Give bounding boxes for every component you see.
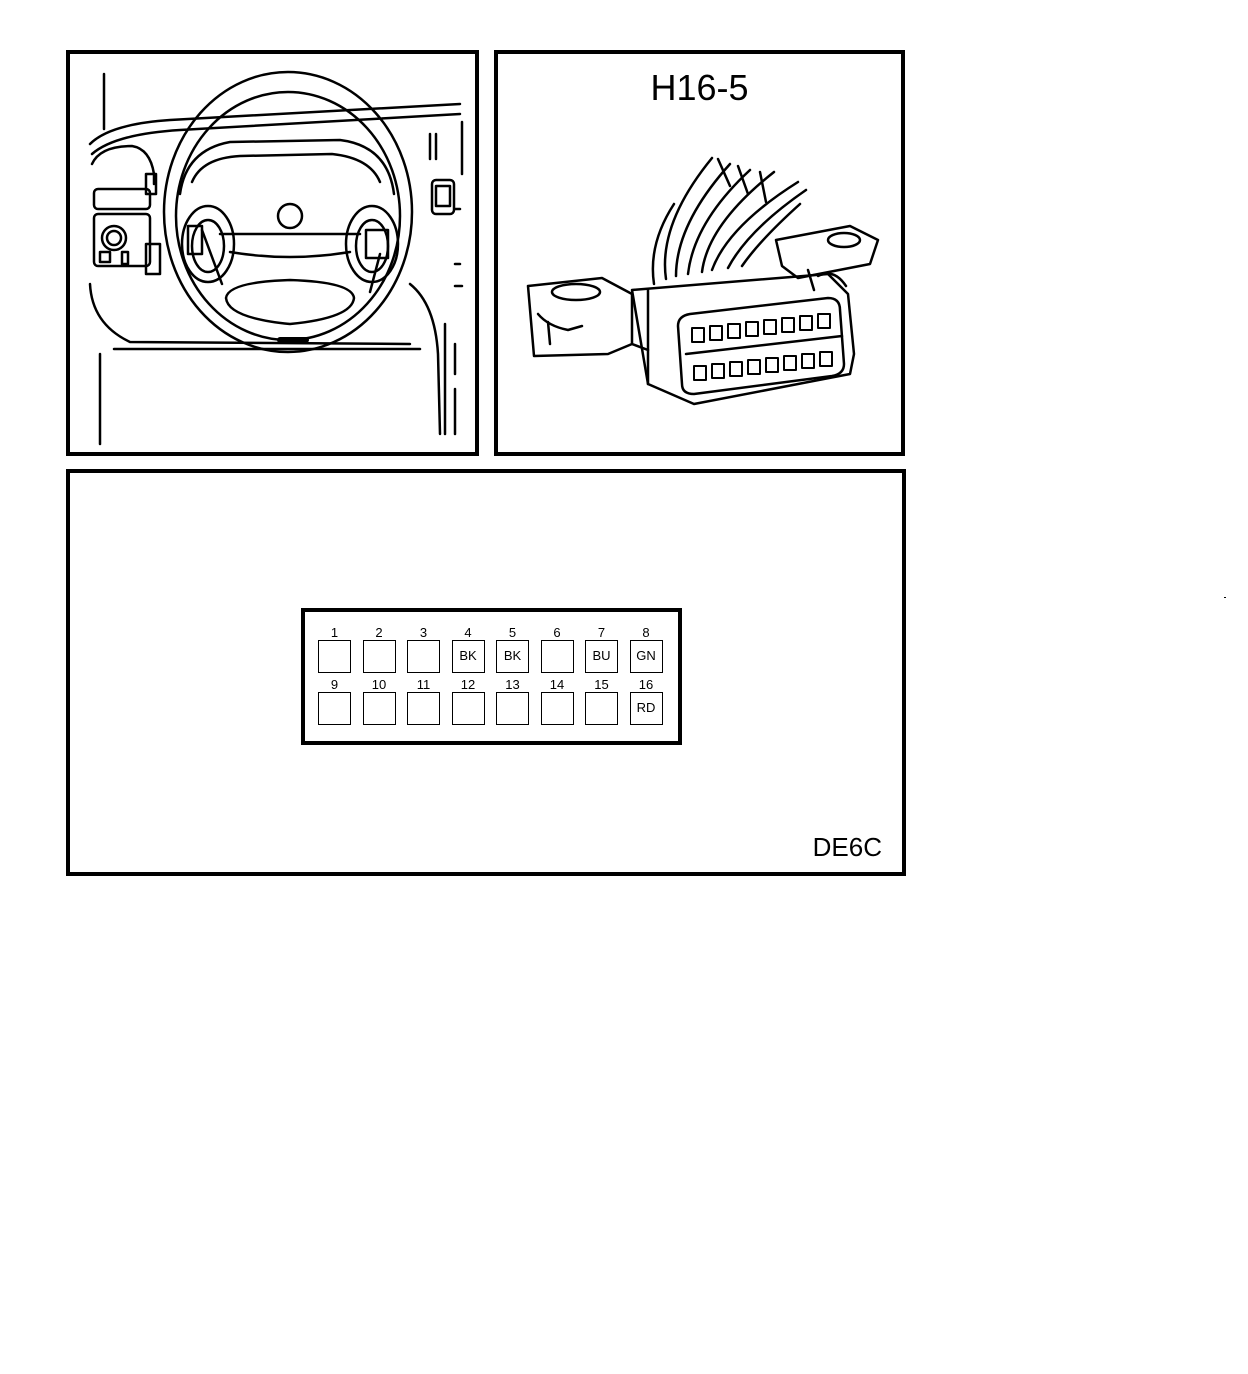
- pin-number: 14: [549, 677, 565, 692]
- pin-10: 10: [362, 677, 397, 727]
- obd-connector-drawing: [526, 156, 880, 406]
- pin-13: 13: [495, 677, 530, 727]
- pin-number: 5: [508, 625, 517, 640]
- pin-wire-color: [407, 692, 440, 725]
- pin-wire-color: BK: [451, 640, 485, 673]
- pin-wire-color: [540, 692, 574, 725]
- pin-number: 16: [638, 677, 654, 692]
- connector-id-title: H16-5: [650, 67, 749, 108]
- pin-wire-color: [540, 640, 574, 673]
- pin-wire-color: [362, 692, 396, 725]
- pin-number: 6: [553, 625, 561, 640]
- pin-wire-color: BU: [585, 640, 618, 673]
- pin-14: 14: [540, 677, 575, 727]
- dashboard-location-illustration: [66, 50, 479, 456]
- pin-number: 15: [594, 677, 609, 692]
- pin-number: 12: [460, 677, 476, 692]
- pin-number: 13: [505, 677, 520, 692]
- pin-3: 3: [406, 625, 441, 675]
- pin-9: 9: [317, 677, 352, 727]
- pin-wire-color: [318, 692, 351, 725]
- connector-illustration-panel: H16-5: [494, 50, 905, 456]
- pin-wire-color: [496, 692, 529, 725]
- pin-wire-color: [585, 692, 618, 725]
- pin-wire-color: RD: [629, 692, 663, 725]
- pin-wire-color: GN: [629, 640, 663, 673]
- pin-wire-color: BK: [496, 640, 529, 673]
- pin-11: 11: [406, 677, 441, 727]
- diagram-code-label: DE6C: [812, 832, 882, 862]
- pin-number: 3: [419, 625, 428, 640]
- pin-wire-color: [451, 692, 485, 725]
- pin-number: 10: [371, 677, 387, 692]
- pin-6: 6: [540, 625, 575, 675]
- pin-number: 8: [642, 625, 650, 640]
- pin-wire-color: [362, 640, 396, 673]
- pin-wire-color: [407, 640, 440, 673]
- pin-number: 4: [464, 625, 472, 640]
- pin-number: 1: [330, 625, 339, 640]
- pin-number: 7: [597, 625, 606, 640]
- pin-wire-color: [318, 640, 351, 673]
- pin-12: 12: [451, 677, 486, 727]
- pin-number: 9: [330, 677, 339, 692]
- pin-number: 11: [416, 677, 431, 692]
- pin-2: 2: [362, 625, 397, 675]
- steering-wheel-drawing: [88, 70, 464, 446]
- pin-15: 15: [584, 677, 619, 727]
- pin-1: 1: [317, 625, 352, 675]
- pin-number: 2: [375, 625, 383, 640]
- stray-mark: [1224, 597, 1226, 598]
